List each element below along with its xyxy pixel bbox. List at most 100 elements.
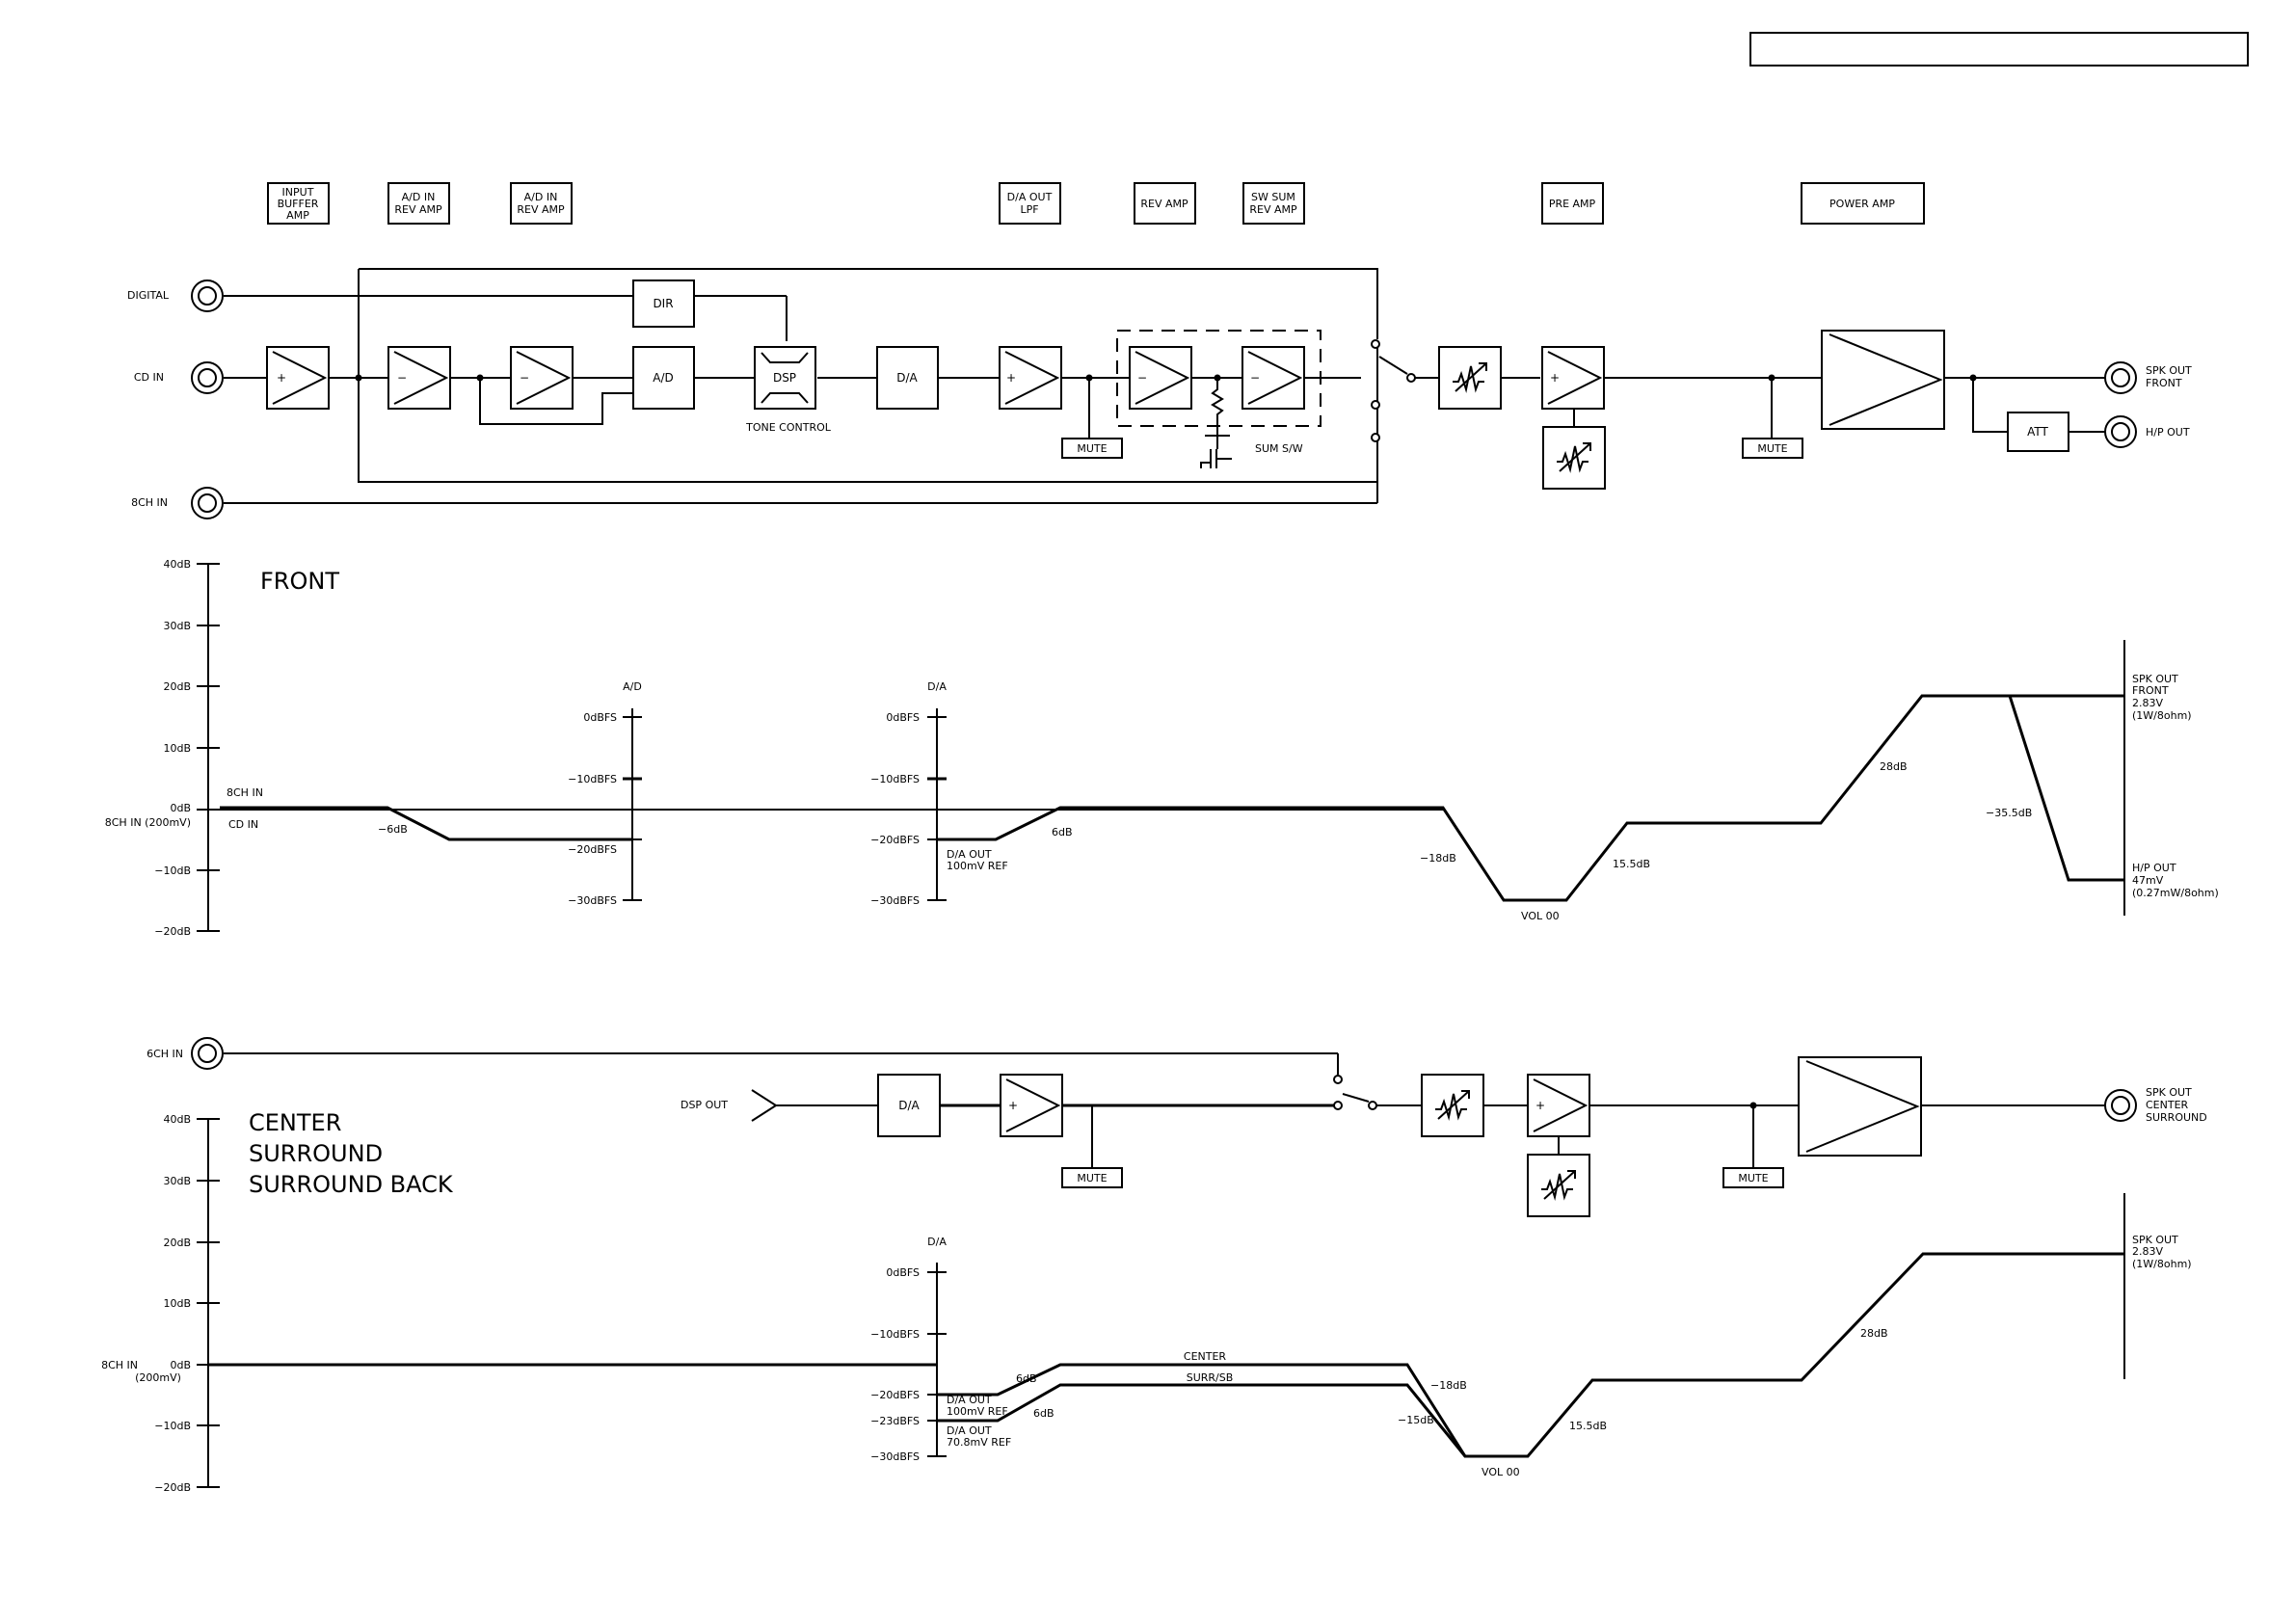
annotation: −35.5dB [1986, 807, 2032, 819]
stage-da-out-lpf [999, 182, 1061, 225]
amp-polarity: + [1008, 1099, 1018, 1112]
axis-tick-label: 30dB [163, 620, 191, 632]
axis-tick-label: −10dBFS [870, 773, 920, 785]
input-label-digital: DIGITAL [127, 289, 170, 302]
csb-da-label: D/A [898, 1099, 920, 1112]
annotation: D/A OUT [947, 1394, 992, 1406]
stage-label-text: REV AMP [517, 203, 565, 216]
annotation: 6dB [1016, 1372, 1037, 1385]
da-heading: D/A [927, 1236, 947, 1248]
annotation: (1W/8ohm) [2132, 709, 2192, 722]
amp-polarity: − [1250, 371, 1260, 385]
csb-mute-2 [1722, 1167, 1784, 1188]
front-signal-chain: DIGITAL CD IN 8CH IN + − − A/D DIR DSP T… [127, 268, 2192, 519]
mute-label: MUTE [1077, 442, 1107, 455]
csb-spk-out-label: SPK OUT [2146, 1086, 2192, 1099]
dsp-block-label: DSP [773, 371, 796, 385]
csb-volume-icon [1421, 1074, 1484, 1137]
stage-ad-in-rev-amp-2 [510, 182, 573, 225]
csb-heading: SURROUND [249, 1140, 383, 1167]
stage-power-amp [1801, 182, 1925, 225]
axis-tick-label: −20dB [154, 1481, 191, 1494]
tone-control-label: TONE CONTROL [745, 421, 832, 434]
stage-label-text: REV AMP [1249, 203, 1297, 216]
ref-label: 8CH IN (200mV) [105, 816, 191, 829]
hp-out-jack-icon [2104, 415, 2137, 448]
sum-sw-label: SUM S/W [1255, 442, 1303, 455]
axis-tick-label: 20dB [163, 1237, 191, 1249]
axis-tick-label: −10dBFS [568, 773, 617, 785]
dir-block [632, 279, 695, 328]
da-block [876, 346, 939, 410]
stage-pre-amp [1541, 182, 1604, 225]
csb-power-amp-block [1798, 1056, 1922, 1157]
att-block [2007, 412, 2069, 452]
annotation: 2.83V [2132, 1245, 2163, 1258]
mute-label: MUTE [1738, 1172, 1768, 1184]
center-level-trace [937, 1252, 2124, 1458]
amp-polarity: + [1006, 371, 1016, 385]
front-mute-1 [1061, 438, 1123, 459]
annotation: 6dB [1052, 826, 1073, 838]
input-label-cd-in: CD IN [134, 371, 164, 384]
dsp-out-label: DSP OUT [681, 1099, 728, 1111]
spk-out-label: SPK OUT [2146, 364, 2192, 377]
stage-label-text: REV AMP [394, 203, 442, 216]
amp-polarity: + [1550, 371, 1560, 385]
annotation: −18dB [1420, 852, 1456, 865]
front-db-axis: 40dB 30dB 20dB 10dB 0dB −10dB −20dB 8CH … [105, 558, 220, 938]
amp-polarity: − [520, 371, 529, 385]
csb-heading: CENTER [249, 1109, 341, 1136]
csb-heading: SURROUND BACK [249, 1171, 454, 1198]
da-block-label: D/A [896, 371, 918, 385]
axis-tick-label: 20dB [163, 680, 191, 693]
front-heading: FRONT [260, 568, 339, 595]
axis-tick-label: −20dBFS [568, 843, 617, 856]
stage-label-text: D/A OUT [1007, 191, 1053, 203]
stage-label-text: POWER AMP [1829, 198, 1895, 210]
hp-out-label: H/P OUT [2146, 426, 2190, 439]
axis-tick-label: −20dBFS [870, 834, 920, 846]
input-label-8ch-in: 8CH IN [131, 496, 168, 509]
annotation: (1W/8ohm) [2132, 1258, 2192, 1270]
hp-level-trace [2008, 695, 2124, 882]
axis-tick-label: 0dB [170, 1359, 191, 1371]
da-heading: D/A [927, 680, 947, 693]
annotation: −18dB [1430, 1379, 1467, 1392]
stage-label-text: A/D IN [524, 191, 558, 203]
stage-label-text: PRE AMP [1549, 198, 1596, 210]
csb-tone-volume-icon [1527, 1154, 1590, 1217]
annotation: 70.8mV REF [947, 1436, 1011, 1449]
amp-polarity: − [1137, 371, 1147, 385]
csb-spk-out-label: SURROUND [2146, 1111, 2207, 1124]
stage-label-text: A/D IN [402, 191, 436, 203]
annotation: 2.83V [2132, 697, 2163, 709]
axis-tick-label: −30dBFS [870, 894, 920, 907]
axis-tick-label: 0dBFS [886, 711, 920, 724]
spk-out-label: FRONT [2146, 377, 2182, 389]
stage-label-text: LPF [1020, 203, 1038, 216]
axis-tick-label: 40dB [163, 1113, 191, 1126]
annotation: D/A OUT [947, 848, 992, 861]
annotation: D/A OUT [947, 1424, 992, 1437]
power-amp-block [1821, 330, 1945, 430]
6ch-in-jack-icon [191, 1037, 224, 1070]
front-level-trace [937, 694, 2124, 902]
stage-label-text: AMP [286, 209, 309, 222]
annotation: 28dB [1860, 1327, 1888, 1340]
annotation: SURR/SB [1187, 1371, 1234, 1384]
axis-tick-label: 0dB [170, 802, 191, 814]
title-block [1749, 32, 2249, 67]
annotation: 8CH IN [227, 786, 263, 799]
amp-polarity: + [1535, 1099, 1545, 1112]
annotation: VOL 00 [1521, 910, 1560, 922]
dir-block-label: DIR [653, 297, 673, 310]
annotation: −15dB [1398, 1414, 1434, 1426]
ad-block-label: A/D [653, 371, 674, 385]
axis-tick-label: 40dB [163, 558, 191, 571]
sum-sw-dashed-box [1116, 330, 1322, 427]
annotation: 15.5dB [1569, 1420, 1607, 1432]
ad-heading: A/D [623, 680, 642, 693]
axis-tick-label: −30dBFS [870, 1450, 920, 1463]
